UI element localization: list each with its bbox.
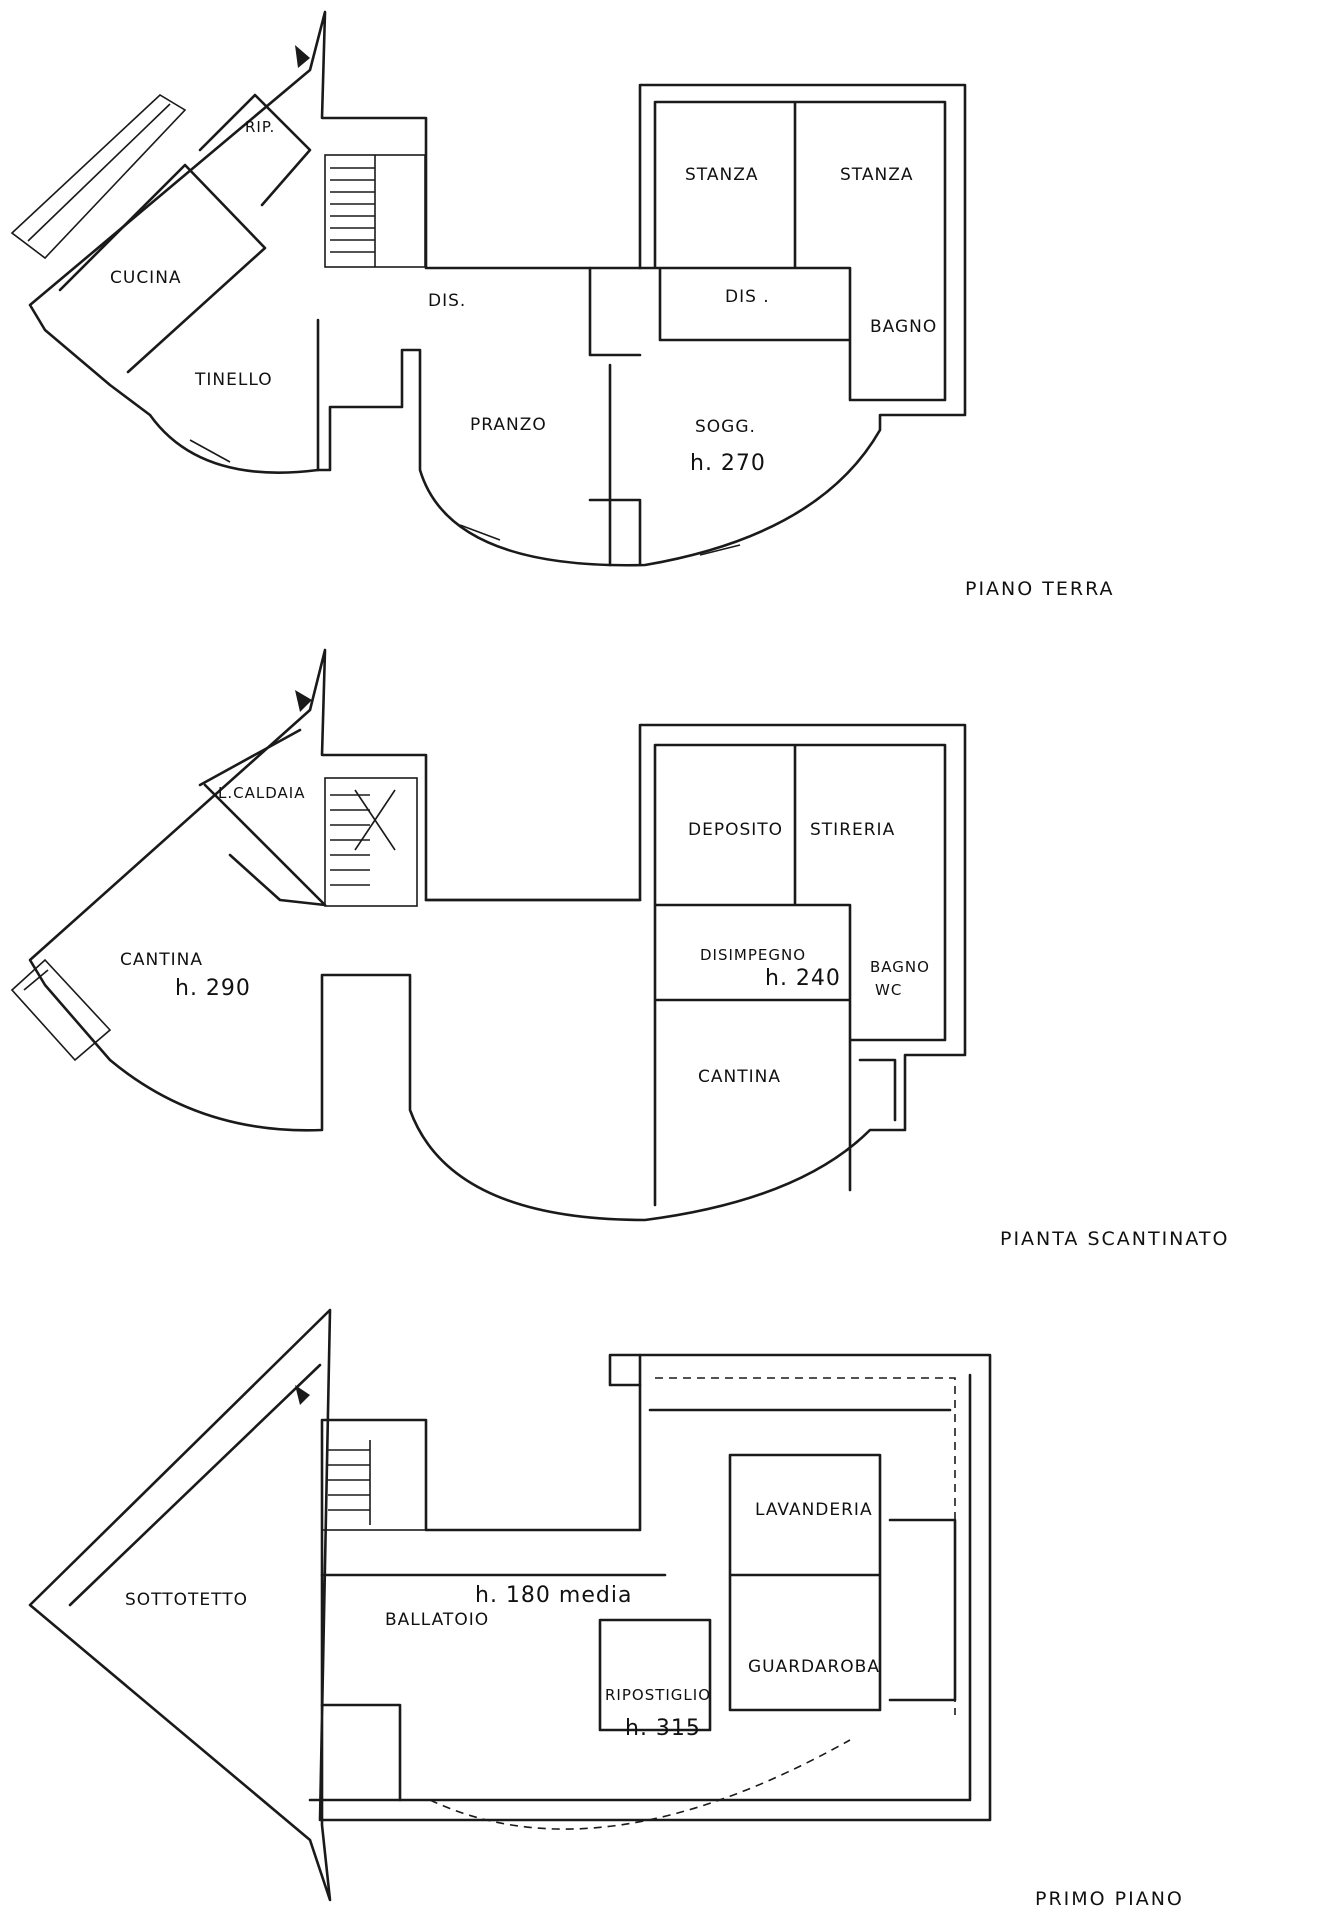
label-wc: WC bbox=[875, 981, 902, 999]
plan-title-scantinato: PIANTA SCANTINATO bbox=[1000, 1228, 1229, 1250]
label-pranzo: PRANZO bbox=[470, 415, 547, 435]
label-disimpegno: DISIMPEGNO bbox=[700, 946, 806, 964]
label-height-cantina-left: h. 290 bbox=[175, 976, 251, 1001]
stair-steps bbox=[328, 1440, 371, 1525]
label-height-sogg: h. 270 bbox=[690, 451, 766, 476]
outer-wall bbox=[28, 648, 967, 1222]
outer-wall bbox=[28, 1308, 992, 1902]
stair-block bbox=[324, 777, 418, 907]
stair-steps bbox=[330, 155, 376, 267]
label-guardaroba: GUARDAROBA bbox=[748, 1657, 880, 1677]
plan-pianta-scantinato: L.CALDAIA CANTINA h. 290 DEPOSITO STIRER… bbox=[10, 648, 1229, 1250]
label-stanza-2: STANZA bbox=[840, 165, 913, 185]
balcony bbox=[10, 958, 112, 1062]
plan-title-primo-piano: PRIMO PIANO bbox=[1035, 1888, 1184, 1910]
label-rip: RIP. bbox=[245, 118, 275, 136]
north-arrow-icon bbox=[295, 690, 312, 712]
interior-walls bbox=[58, 93, 947, 567]
label-deposito: DEPOSITO bbox=[688, 820, 783, 840]
north-arrow-icon bbox=[295, 45, 310, 68]
label-bagno: BAGNO bbox=[870, 317, 937, 337]
interior-walls bbox=[68, 1363, 957, 1802]
label-lavanderia: LAVANDERIA bbox=[755, 1500, 873, 1520]
label-cucina: CUCINA bbox=[110, 268, 182, 288]
label-height-media: h. 180 media bbox=[475, 1583, 632, 1608]
label-tinello: TINELLO bbox=[194, 370, 273, 390]
interior-walls bbox=[198, 728, 947, 1207]
label-bagno-wc: BAGNO bbox=[870, 958, 930, 976]
stair-steps bbox=[330, 789, 396, 886]
label-ripostiglio: RIPOSTIGLIO bbox=[605, 1686, 711, 1704]
label-stanza-1: STANZA bbox=[685, 165, 758, 185]
outer-frame-right bbox=[308, 1353, 972, 1802]
balcony bbox=[10, 94, 187, 260]
plan-title-piano-terra: PIANO TERRA bbox=[965, 578, 1115, 600]
label-stireria: STIRERIA bbox=[810, 820, 895, 840]
plan-piano-terra: RIP. CUCINA TINELLO DIS. PRANZO STANZA S… bbox=[10, 10, 1115, 600]
outer-wall bbox=[28, 10, 967, 567]
label-cantina-right: CANTINA bbox=[698, 1067, 781, 1087]
label-sogg: SOGG. bbox=[695, 417, 756, 437]
label-caldaia: L.CALDAIA bbox=[218, 784, 305, 802]
stair-block bbox=[321, 1419, 427, 1531]
label-dis-main: DIS. bbox=[428, 291, 466, 311]
label-dis-small: DIS . bbox=[725, 287, 770, 307]
arc-projection bbox=[429, 1739, 851, 1830]
label-height-disimpegno: h. 240 bbox=[765, 966, 841, 991]
label-ballatoio: BALLATOIO bbox=[385, 1610, 489, 1630]
window-marks bbox=[189, 84, 870, 556]
label-sottotetto: SOTTOTETTO bbox=[125, 1590, 248, 1610]
label-cantina-left: CANTINA bbox=[120, 950, 203, 970]
label-height-rip: h. 315 bbox=[625, 1716, 701, 1741]
north-arrow-icon bbox=[295, 1385, 310, 1405]
plan-primo-piano: SOTTOTETTO BALLATOIO h. 180 media LAVAND… bbox=[28, 1308, 1184, 1910]
